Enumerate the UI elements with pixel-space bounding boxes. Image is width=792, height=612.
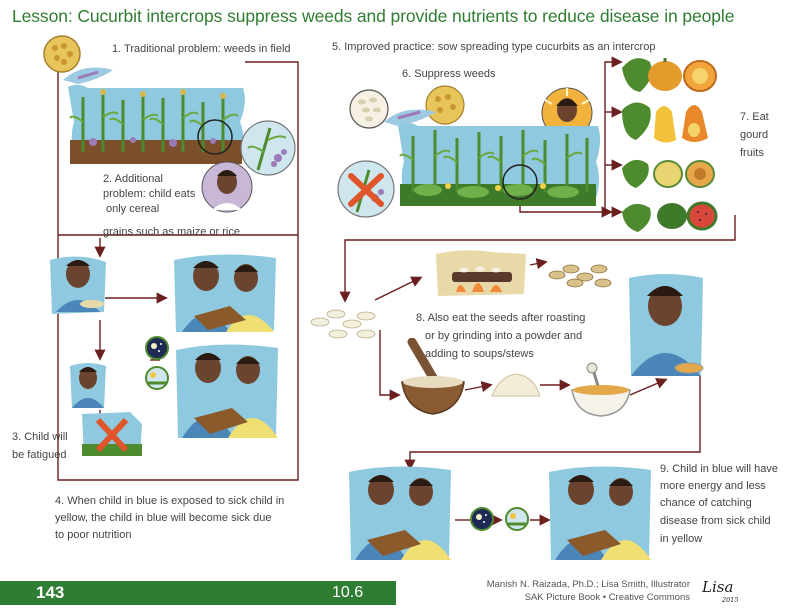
grain-circle-icon-2 (425, 85, 465, 125)
label-additional-3: only cereal (106, 203, 160, 215)
footer-bar (0, 581, 396, 605)
weed-bird-icon (63, 67, 113, 84)
credits: Manish N. Raizada, Ph.D.; Lisa Smith, Il… (480, 578, 690, 604)
weed-crossed-icon (337, 160, 395, 218)
page-number: 143 (36, 583, 65, 602)
weed-bird-icon-2 (384, 109, 436, 126)
label-traditional-problem: 1. Traditional problem: weeds in field (112, 43, 291, 55)
seed-powder-icon (491, 373, 541, 397)
signature-year: 2015 (722, 596, 739, 604)
no-play-icon (82, 412, 142, 456)
child-eating-seeds (629, 274, 704, 376)
day-icon (145, 366, 169, 390)
label-outcome-4: disease from sick child (660, 515, 771, 527)
day-icon-2 (505, 507, 529, 531)
section-number: 10.6 (332, 584, 364, 601)
label-additional-2: problem: child eats (103, 188, 196, 200)
label-seeds-2: or by grinding into a powder and (425, 330, 583, 342)
label-outcome-3: chance of catching (660, 497, 752, 509)
melon-fruits (622, 159, 715, 188)
weed-zoom-circle (240, 120, 296, 176)
mortar-pestle-icon (401, 338, 465, 415)
children-reading-top (174, 254, 276, 332)
raw-seeds (310, 309, 376, 339)
label-suppress-weeds: 6. Suppress weeds (402, 68, 496, 80)
label-fatigued-1: 3. Child will (12, 431, 68, 443)
children-reading-sick (176, 344, 278, 438)
label-eat-gourd-2: gourd (740, 129, 769, 141)
squash-fruits (622, 102, 708, 143)
fatigued-child (70, 363, 106, 408)
label-eat-gourd-1: 7. Eat (740, 111, 769, 123)
label-outcome-2: more energy and less (660, 480, 766, 492)
label-additional-4: grains such as maize or rice (103, 226, 240, 238)
weedy-maize-field (68, 84, 245, 164)
watermelon-fruits (622, 201, 718, 232)
label-fatigued-2: be fatigued (12, 449, 67, 461)
credits-authors: Manish N. Raizada, Ph.D.; Lisa Smith, Il… (486, 579, 690, 590)
seed-circle-icon (349, 89, 389, 129)
roasted-seeds (548, 264, 612, 288)
night-icon (145, 336, 169, 360)
child-portrait-icon (201, 161, 253, 213)
credits-license: SAK Picture Book • Creative Commons (524, 592, 690, 603)
label-improved-practice: 5. Improved practice: sow spreading type… (332, 41, 656, 53)
illustrator-signature: Lisa (702, 578, 734, 596)
label-additional-1: 2. Additional (103, 173, 163, 185)
label-sick-2: yellow, the child in blue will become si… (55, 512, 272, 524)
label-outcome-5: in yellow (660, 533, 703, 545)
label-eat-gourd-3: fruits (740, 147, 764, 159)
intercropped-field (398, 123, 601, 206)
label-sick-3: to poor nutrition (55, 529, 132, 541)
label-seeds-3: adding to soups/stews (425, 348, 534, 360)
soup-bowl-icon (571, 362, 631, 417)
page-title: Lesson: Cucurbit intercrops suppress wee… (12, 6, 735, 26)
pumpkin-fruits (622, 58, 717, 92)
children-reading-healthy-1 (349, 466, 451, 560)
children-reading-healthy-2 (549, 466, 651, 560)
label-outcome-1: 9. Child in blue will have (660, 463, 779, 475)
child-eating-grain (50, 256, 106, 314)
label-sick-1: 4. When child in blue is exposed to sick… (55, 495, 285, 507)
grain-circle-icon (43, 35, 81, 73)
roasting-fire-icon (436, 250, 526, 296)
night-icon-2 (470, 507, 494, 531)
label-seeds-1: 8. Also eat the seeds after roasting (416, 312, 586, 324)
